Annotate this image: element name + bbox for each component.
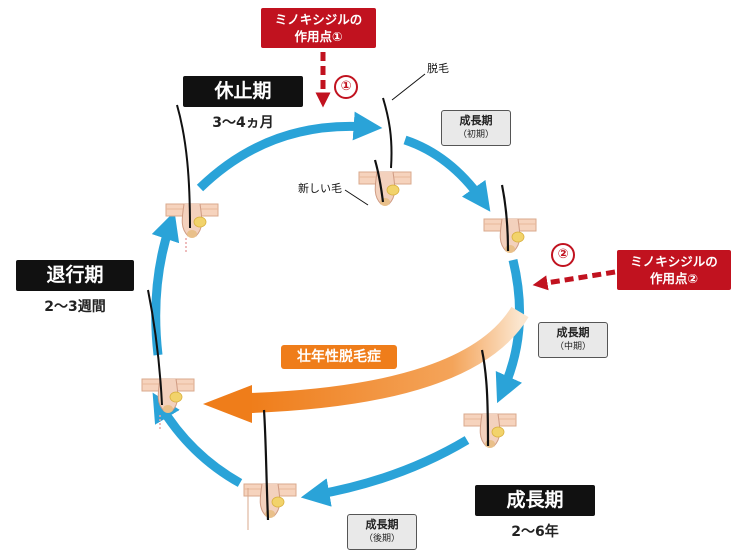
pointer-new-hair (344, 189, 369, 206)
hair-follicle-icon-telogen (165, 104, 219, 252)
action-number-2: ② (551, 243, 575, 267)
annotation-new-hair: 新しい毛 (298, 182, 342, 195)
action-point-2-box: ミノキシジルの 作用点② (617, 250, 731, 290)
action-point-1-line2: 作用点① (294, 29, 343, 44)
hair-follicle-icon-late (243, 409, 297, 530)
cycle-arrow-early-to-mid (403, 135, 491, 212)
cycle-arrow-telogen-to-anagen (196, 111, 383, 192)
action-point-2-line1: ミノキシジルの (630, 254, 718, 269)
stage-box-early: 成長期 （初期） (441, 110, 511, 146)
aga-shortcut-arrow (249, 306, 529, 413)
aga-label: 壮年性脱毛症 (281, 345, 397, 369)
phase-label-telogen: 休止期 (183, 76, 303, 107)
duration-telogen: 3～4ヵ月 (212, 115, 274, 131)
stage-box-late: 成長期 （後期） (347, 514, 417, 550)
hair-follicle-icon-early (483, 184, 537, 254)
cycle-arrow-catagen-to-telogen (151, 211, 180, 356)
action-number-1: ① (334, 75, 358, 99)
hair-follicle-icon-middle (463, 349, 517, 449)
duration-catagen: 2～3週間 (44, 299, 106, 315)
stage-middle-label: 成長期 (556, 326, 590, 339)
hair-follicle-icon-catagen (141, 289, 195, 431)
action-arrow-2 (532, 269, 616, 291)
stage-middle-sub: （中期） (554, 342, 591, 352)
stage-early-sub: （初期） (457, 130, 494, 140)
phase-label-catagen: 退行期 (16, 260, 134, 291)
pointer-shedding (391, 73, 426, 101)
phase-label-anagen: 成長期 (475, 485, 595, 516)
stage-early-label: 成長期 (459, 114, 493, 127)
stage-late-sub: （後期） (363, 534, 400, 544)
aga-arrow-head (203, 385, 252, 423)
action-point-2-line2: 作用点② (649, 271, 699, 286)
duration-anagen: 2～6年 (511, 524, 559, 540)
cycle-arrow-main-to-catagen (152, 392, 243, 487)
cycle-arrow-late-to-main (300, 436, 470, 507)
action-point-1-line1: ミノキシジルの (274, 12, 363, 27)
action-point-1-box: ミノキシジルの 作用点① (261, 8, 376, 48)
stage-late-label: 成長期 (365, 518, 399, 531)
annotation-shedding-hair: 脱毛 (427, 62, 449, 75)
stage-box-middle: 成長期 （中期） (538, 322, 608, 358)
hair-follicle-icon-top (358, 97, 412, 207)
